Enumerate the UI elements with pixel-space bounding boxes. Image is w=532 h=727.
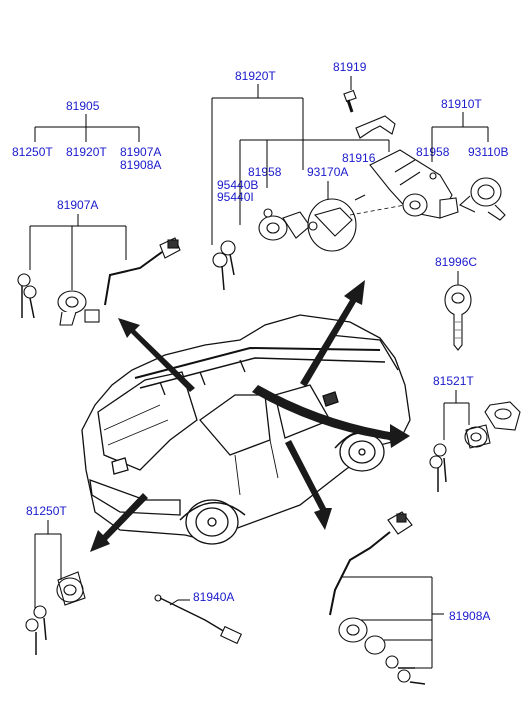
label-81907A-group[interactable]: 81907A bbox=[120, 145, 161, 159]
label-95440I[interactable]: 95440I bbox=[217, 190, 254, 204]
part-81940A-release-cable[interactable] bbox=[154, 594, 243, 645]
part-93110B-switch[interactable] bbox=[459, 177, 506, 221]
label-81996C[interactable]: 81996C bbox=[435, 255, 477, 269]
part-81919-bolt[interactable] bbox=[343, 89, 357, 113]
leader-lines bbox=[29, 76, 489, 669]
label-81919[interactable]: 81919 bbox=[333, 60, 367, 74]
label-93170A[interactable]: 93170A bbox=[307, 165, 348, 179]
label-81958-b[interactable]: 81958 bbox=[416, 145, 450, 159]
part-81910T-steering-lock[interactable] bbox=[369, 149, 459, 219]
part-81907A-door-lock[interactable] bbox=[17, 237, 181, 326]
label-81905[interactable]: 81905 bbox=[66, 99, 100, 113]
part-81920T-lock-set[interactable] bbox=[212, 208, 311, 291]
part-81250T-rear-lock[interactable] bbox=[25, 571, 86, 655]
arrow-to-ignition-switch bbox=[300, 280, 365, 387]
label-81908A[interactable]: 81908A bbox=[449, 609, 490, 623]
part-81908A-lock-cable[interactable] bbox=[329, 511, 426, 685]
label-81916[interactable]: 81916 bbox=[342, 151, 376, 165]
label-81910T[interactable]: 81910T bbox=[441, 97, 482, 111]
vehicle-illustration bbox=[81, 314, 411, 545]
arrow-to-81250T bbox=[90, 493, 148, 552]
label-81250T[interactable]: 81250T bbox=[26, 504, 67, 518]
arrow-to-81521T bbox=[252, 385, 410, 448]
label-81521T[interactable]: 81521T bbox=[433, 374, 474, 388]
label-95440B[interactable]: 95440B bbox=[217, 178, 258, 192]
part-81521T-tailgate-lock[interactable] bbox=[429, 401, 521, 492]
label-81908A-group[interactable]: 81908A bbox=[120, 158, 161, 172]
label-81920T-group[interactable]: 81920T bbox=[66, 145, 107, 159]
label-81920T[interactable]: 81920T bbox=[235, 69, 276, 83]
label-93110B[interactable]: 93110B bbox=[468, 145, 508, 159]
arrow-to-81908A bbox=[285, 440, 332, 530]
part-drawings bbox=[17, 89, 521, 685]
part-81996C-key[interactable] bbox=[444, 284, 472, 351]
label-81907A[interactable]: 81907A bbox=[57, 198, 98, 212]
arrow-to-81907A bbox=[118, 318, 195, 392]
dashed-leader bbox=[349, 204, 406, 216]
part-bracket[interactable] bbox=[355, 115, 396, 139]
part-93170A-clock-spring[interactable] bbox=[307, 194, 366, 252]
label-81250T-group[interactable]: 81250T bbox=[12, 145, 53, 159]
label-81958-a[interactable]: 81958 bbox=[248, 165, 282, 179]
label-81940A[interactable]: 81940A bbox=[193, 590, 234, 604]
arrows bbox=[90, 280, 410, 552]
